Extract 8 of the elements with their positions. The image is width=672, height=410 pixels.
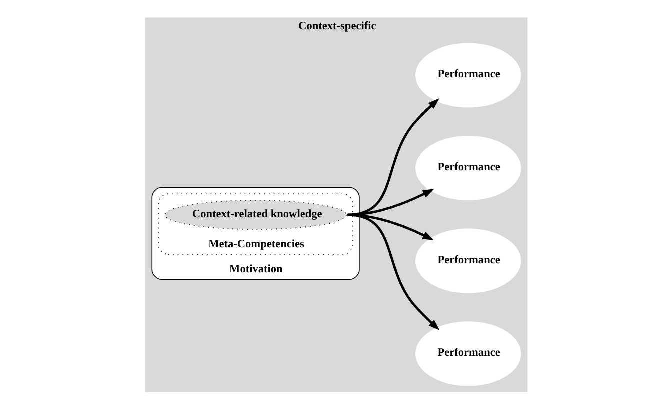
node-ellipse: Performance bbox=[415, 43, 521, 108]
arrow bbox=[347, 214, 440, 331]
node-ellipse: Performance bbox=[415, 228, 521, 294]
node-ellipse: Performance bbox=[415, 136, 521, 201]
arrow bbox=[347, 98, 439, 216]
arrow bbox=[347, 214, 434, 241]
node-ellipse: Context-related knowledge bbox=[164, 200, 346, 230]
node-ellipse: Performance bbox=[415, 322, 521, 386]
